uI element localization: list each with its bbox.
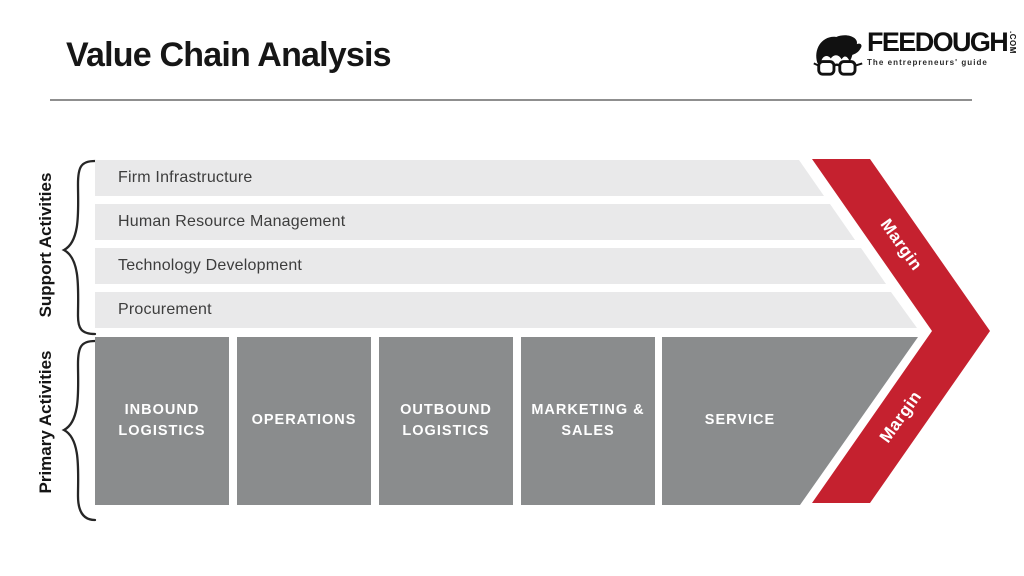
primary-block-marketing-sales: MARKETING & SALES	[521, 337, 655, 505]
feedough-logo: FEEDOUGH .COM The entrepreneurs' guide	[812, 27, 1018, 79]
primary-activities-label: Primary Activities	[36, 350, 55, 494]
support-row-label: Technology Development	[118, 257, 303, 274]
support-row-technology-development: Technology Development	[95, 248, 886, 284]
support-row-human-resource-management: Human Resource Management	[95, 204, 855, 240]
support-row-label: Human Resource Management	[118, 213, 346, 230]
primary-block-label: MARKETING & SALES	[531, 401, 645, 439]
primary-block-outbound-logistics: OUTBOUND LOGISTICS	[379, 337, 513, 505]
support-row-label: Procurement	[118, 301, 212, 318]
primary-block-label: OUTBOUND LOGISTICS	[400, 401, 492, 439]
primary-block-label: SERVICE	[704, 412, 776, 429]
logo-tld: .COM	[1008, 31, 1018, 54]
header-divider	[50, 99, 972, 101]
support-activities-label: Support Activities	[36, 172, 55, 318]
primary-block-operations: OPERATIONS	[237, 337, 371, 505]
support-row-procurement: Procurement	[95, 292, 917, 328]
face-with-glasses-icon	[813, 35, 863, 76]
margin-arrow	[812, 159, 990, 503]
primary-block-label: INBOUND LOGISTICS	[118, 401, 206, 439]
primary-block-inbound-logistics: INBOUND LOGISTICS	[95, 337, 229, 505]
logo-brand: FEEDOUGH	[867, 27, 1009, 57]
logo-text: FEEDOUGH .COM The entrepreneurs' guide	[867, 27, 1018, 68]
page-title: Value Chain Analysis	[66, 36, 392, 74]
support-row-firm-infrastructure: Firm Infrastructure	[95, 160, 824, 196]
logo-tagline: The entrepreneurs' guide	[867, 58, 988, 67]
support-row-label: Firm Infrastructure	[118, 169, 253, 186]
primary-block-label: OPERATIONS	[251, 412, 357, 429]
support-brace	[61, 159, 97, 336]
primary-brace	[61, 339, 97, 522]
